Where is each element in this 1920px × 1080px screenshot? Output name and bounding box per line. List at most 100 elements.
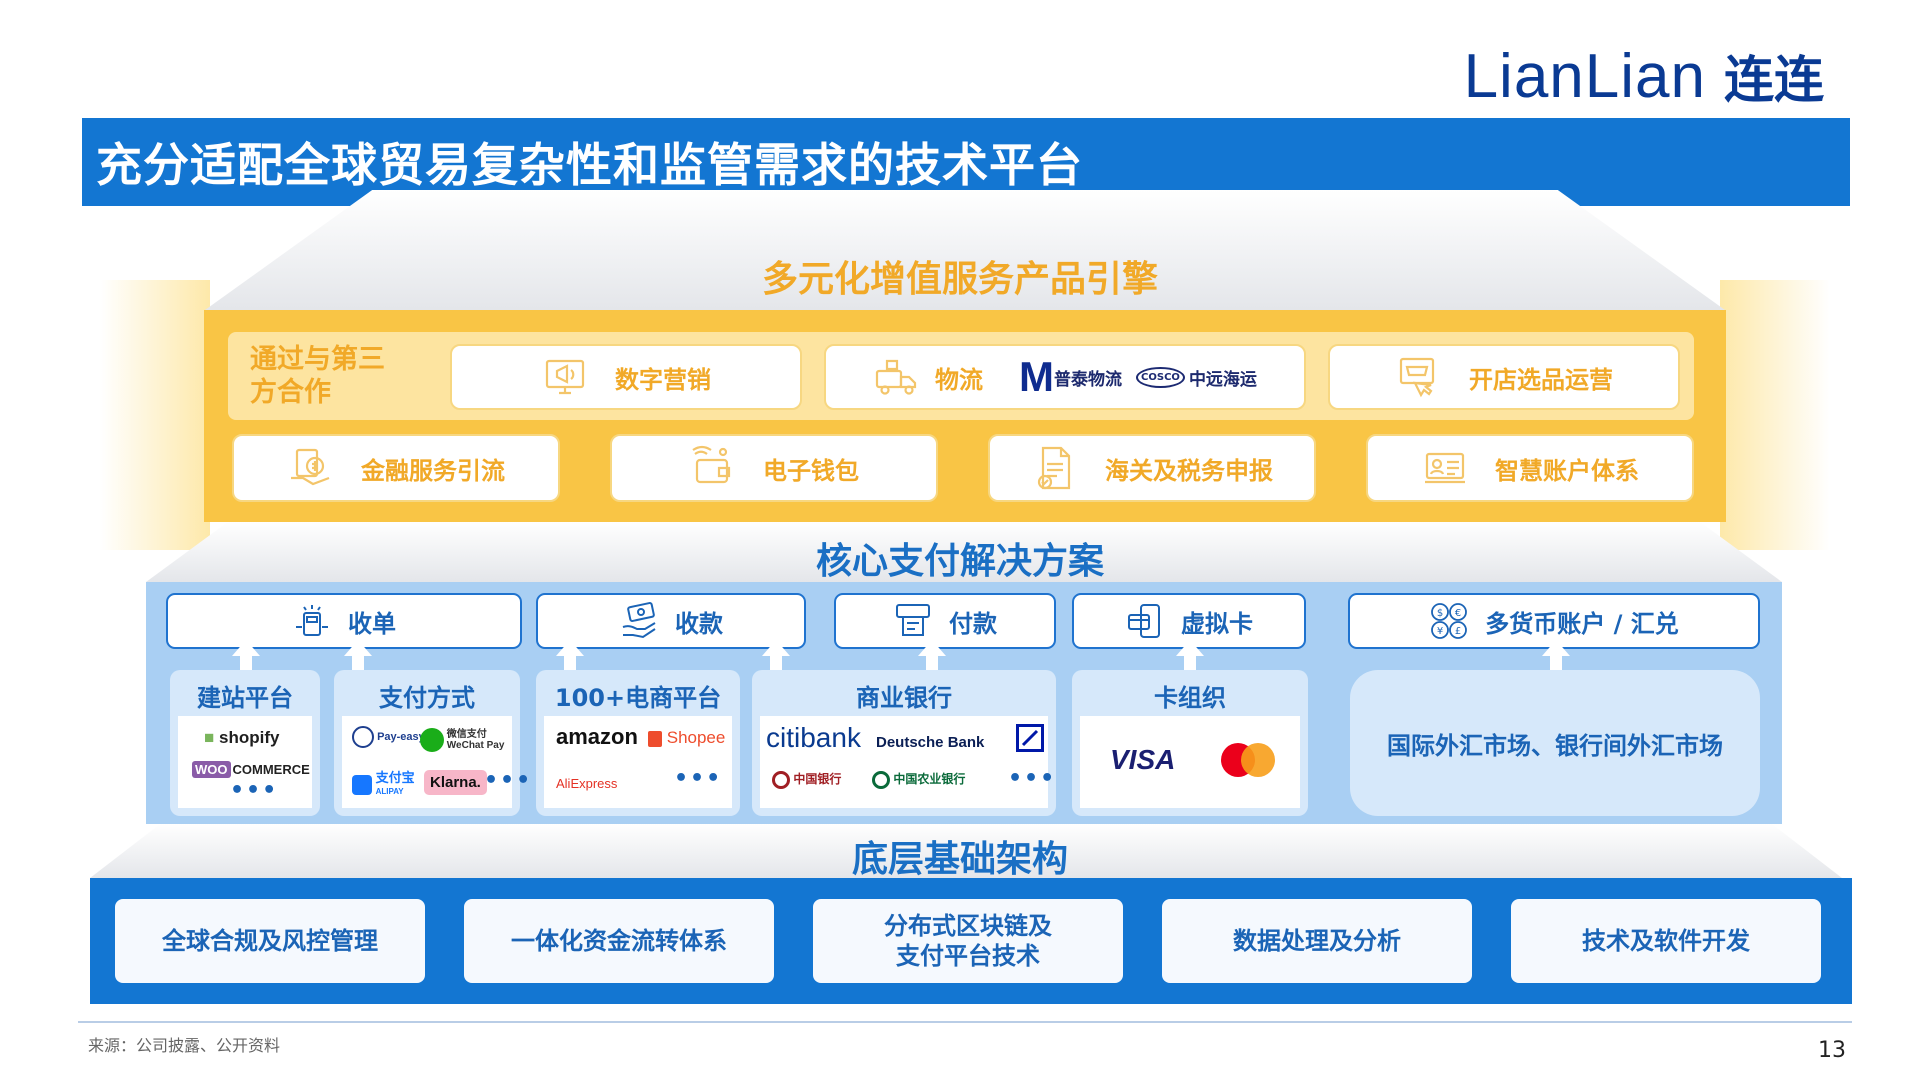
up-arrow-icon: [1542, 640, 1570, 676]
right-glow-decoration: [1720, 280, 1830, 550]
svg-text:£: £: [1455, 626, 1461, 637]
card-label: 金融服务引流: [361, 456, 505, 485]
infra-compliance: 全球合规及风控管理: [115, 899, 425, 983]
page-number: 13: [1818, 1038, 1846, 1063]
more-dots: •••: [230, 778, 279, 803]
group-card-networks: 卡组织 VISA: [1072, 670, 1308, 816]
more-dots: •••: [1008, 766, 1057, 791]
layer1-title: 多元化增值服务产品引擎: [761, 259, 1158, 300]
group-commercial-banks: 商业银行 citibank Deutsche Bank 中国银行 中国农业银行 …: [752, 670, 1056, 816]
atm-icon: [893, 601, 933, 641]
group-ecommerce: 100+电商平台 amazon Shopee AliExpress •••: [536, 670, 740, 816]
infra-label: 数据处理及分析: [1233, 927, 1401, 955]
bank-of-china-logo: 中国银行: [772, 770, 841, 789]
card-customs-tax: 海关及税务申报: [988, 434, 1316, 502]
up-arrow-icon: [918, 640, 946, 676]
btn-label: 收款: [675, 609, 723, 638]
logo-cjk: 连连: [1724, 51, 1824, 109]
infra-label: 全球合规及风控管理: [162, 927, 378, 955]
btn-label: 多货币账户 / 汇兑: [1485, 609, 1679, 638]
partner-label: 通过与第三方合作: [250, 344, 385, 408]
account-card-icon: [1421, 444, 1469, 492]
infra-label: 分布式区块链及支付平台技术: [884, 912, 1052, 970]
btn-label: 虚拟卡: [1181, 609, 1253, 638]
up-arrow-icon: [556, 640, 584, 676]
group-logos: citibank Deutsche Bank 中国银行 中国农业银行 •••: [760, 716, 1054, 808]
group-title: 建站平台: [197, 684, 293, 712]
hand-cash-icon: [619, 601, 659, 641]
card-label: 智慧账户体系: [1495, 456, 1639, 485]
svg-text:$: $: [1437, 608, 1443, 619]
pos-terminal-icon: [292, 601, 332, 641]
infra-data-analysis: 数据处理及分析: [1162, 899, 1472, 983]
group-logos: amazon Shopee AliExpress •••: [544, 716, 732, 808]
card-smart-account: 智慧账户体系: [1366, 434, 1694, 502]
btn-multi-currency[interactable]: $ € ¥ £ 多货币账户 / 汇兑: [1348, 593, 1760, 649]
up-arrow-icon: [762, 640, 790, 676]
shopee-logo: Shopee: [648, 728, 725, 748]
store-screen-icon: [1395, 353, 1443, 401]
infra-blockchain: 分布式区块链及支付平台技术: [813, 899, 1123, 983]
card-financial-services: 金融服务引流: [232, 434, 560, 502]
deutsche-bank-logo: Deutsche Bank: [876, 734, 985, 751]
cosco-logo: COSCO 中远海运: [1136, 365, 1257, 390]
infra-software-dev: 技术及软件开发: [1511, 899, 1821, 983]
tax-document-icon: [1031, 444, 1079, 492]
card-label: 海关及税务申报: [1105, 456, 1273, 485]
layer2-roof: [146, 522, 1782, 582]
wallet-icon: [689, 444, 737, 492]
putai-logo: M 普泰物流: [1019, 353, 1122, 401]
klarna-logo: Klarna.: [424, 770, 487, 795]
btn-acquiring[interactable]: 收单: [166, 593, 522, 649]
putai-name: 普泰物流: [1054, 369, 1123, 390]
group-logos: VISA: [1080, 716, 1300, 808]
abc-bank-logo: 中国农业银行: [872, 770, 965, 789]
group-title: 支付方式: [379, 684, 475, 712]
monitor-megaphone-icon: [541, 353, 589, 401]
mobile-card-icon: [1125, 601, 1165, 641]
up-arrow-icon: [344, 640, 372, 676]
fx-market-box: 国际外汇市场、银行间外汇市场: [1350, 670, 1760, 816]
up-arrow-icon: [232, 640, 260, 676]
card-logistics: 物流 M 普泰物流 COSCO 中远海运: [824, 344, 1306, 410]
footer-divider: [78, 1021, 1852, 1023]
source-note: 来源：公司披露、公开资料: [88, 1036, 281, 1055]
btn-collection[interactable]: 收款: [536, 593, 806, 649]
svg-text:€: €: [1455, 608, 1461, 619]
btn-payment[interactable]: 付款: [834, 593, 1056, 649]
logo-latin: LianLian: [1463, 42, 1706, 111]
layer3-roof: [90, 824, 1842, 878]
cosco-name: 中远海运: [1188, 369, 1257, 390]
shopify-logo: ■ shopify: [204, 728, 280, 747]
cosco-mark: COSCO: [1136, 366, 1185, 388]
fx-market-label: 国际外汇市场、银行间外汇市场: [1387, 731, 1723, 760]
more-dots: •••: [484, 768, 533, 793]
money-hand-icon: [287, 444, 335, 492]
layer3-title: 底层基础架构: [851, 839, 1068, 880]
shopify-bag-icon: ■: [204, 728, 219, 747]
card-e-wallet: 电子钱包: [610, 434, 938, 502]
up-arrow-icon: [1176, 640, 1204, 676]
currency-exchange-icon: $ € ¥ £: [1429, 601, 1469, 641]
card-store-operations: 开店选品运营: [1328, 344, 1680, 410]
infra-label: 一体化资金流转体系: [511, 927, 727, 955]
card-label: 开店选品运营: [1469, 365, 1613, 394]
svg-text:¥: ¥: [1437, 626, 1443, 637]
visa-logo: VISA: [1110, 744, 1176, 775]
btn-label: 收单: [348, 609, 396, 638]
citibank-logo: citibank: [766, 722, 861, 753]
deutsche-bank-mark: [1016, 724, 1044, 752]
payeasy-logo: Pay-easy: [352, 726, 425, 748]
group-title: 卡组织: [1154, 684, 1226, 712]
left-glow-decoration: [100, 280, 210, 550]
btn-virtual-card[interactable]: 虚拟卡: [1072, 593, 1306, 649]
layer2-title: 核心支付解决方案: [815, 541, 1104, 582]
more-dots: •••: [674, 766, 723, 791]
